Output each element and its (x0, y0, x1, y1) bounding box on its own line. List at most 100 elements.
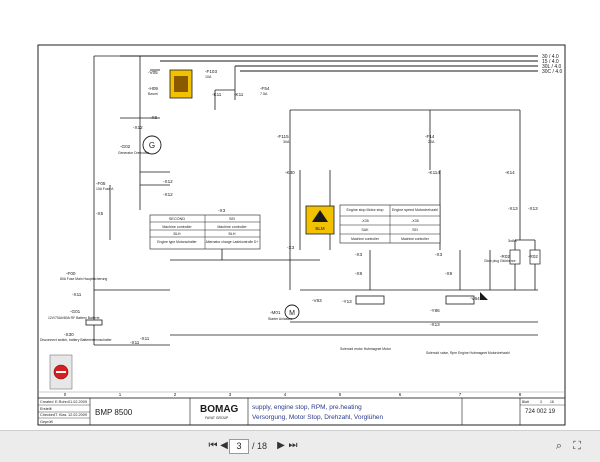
grid-number: 7 (459, 392, 462, 397)
label-y86: -Y86 (430, 308, 440, 313)
s30-knob-grip (56, 371, 66, 373)
last-page-button[interactable]: ⏭ (288, 440, 298, 451)
label-f54: -F54 (260, 86, 270, 91)
t1-head-1: SEI (229, 217, 235, 221)
label-f115-sub: 30A (283, 140, 290, 144)
label-x9b: -X9 (355, 271, 363, 276)
label-m01-sub: Starter Anlasser (268, 317, 293, 321)
rail-label-15: 15 / 4.0 (542, 59, 559, 65)
t2-r2c0: Machine controller (351, 237, 380, 241)
label-x12b: -X12 (163, 179, 173, 184)
label-r02b: -R02 (528, 254, 538, 259)
v64-diode (480, 292, 488, 300)
label-h09-sub: Bzumi (148, 92, 158, 96)
label-x3b: -X3 (287, 245, 295, 250)
grid-number: 3 (229, 392, 232, 397)
grid-number: 8 (519, 392, 522, 397)
schematic-sheet: 30 / 4.0 15 / 4.0 30L / 4.0 30C / 4.0 (37, 44, 566, 426)
rail-label-30: 30 / 4.0 (542, 54, 559, 60)
t2-r2c1: Machine controller (401, 237, 430, 241)
sheet-number: 3 (540, 400, 542, 404)
circuit-diagram: 30 / 4.0 15 / 4.0 30L / 4.0 30C / 4.0 (37, 44, 566, 426)
label-x13c: -X13 (528, 206, 538, 211)
blm-label: BLM (315, 226, 325, 231)
label-x13b: -X13 (508, 206, 518, 211)
grid-strip (38, 391, 565, 399)
label-x12a: -X12 (133, 125, 143, 130)
label-f14-sub: 20A (428, 140, 435, 144)
grid-number: 6 (399, 392, 402, 397)
battery-symbol (85, 319, 103, 326)
label-k11a: -K11 (212, 92, 222, 97)
label-k14: -K14 (505, 170, 515, 175)
tb-r2c0: Checked (40, 413, 55, 417)
tb-r0c2: 01.02.2009 (68, 400, 87, 404)
viewer-toolbar: ⏮ ◀ 3 / 18 ▶ ⏭ ⌕ ⛶ (0, 430, 600, 462)
y13-solenoid (355, 295, 385, 305)
tb-r0c1: E.Rohn (55, 400, 68, 404)
table-2: Engine stop Motor stop Engine speed Moto… (339, 204, 441, 244)
t2-head-0: Engine stop Motor stop (347, 208, 384, 212)
rail-labels: 30 / 4.0 15 / 4.0 30L / 4.0 30C / 4.0 (542, 54, 563, 75)
doc-number: 724 002 19 (525, 409, 556, 415)
grid-numbers: 0 1 2 3 4 5 6 7 8 (64, 392, 522, 397)
label-f54-sub: 7.5A (260, 92, 268, 96)
t2-r1c1: SEI (412, 228, 418, 232)
tb-r2c2: 12.02.2009 (68, 413, 87, 417)
fullscreen-icon[interactable]: ⛶ (573, 439, 581, 452)
rail-label-30c: 30C / 4.0 (542, 69, 563, 75)
label-x11a: -X11 (72, 292, 82, 297)
t1-head-0: SECOND (169, 217, 186, 221)
label-m01: -M01 (270, 310, 281, 315)
prev-page-button[interactable]: ◀ (220, 440, 228, 451)
search-icon[interactable]: ⌕ (555, 439, 563, 452)
bomag-logo-sub: FAYAT GROUP (205, 416, 229, 420)
t2-r1c0: SAK (361, 228, 369, 232)
t1-r2c0: Engine type Motorschalter (157, 240, 197, 244)
starter-motor-symbol (284, 304, 300, 320)
t2-r0c1: -X35 (411, 219, 419, 223)
label-v63: -V63 (312, 298, 322, 303)
label-y13-sub: Solenoid motor Hubmagnet Motor (340, 347, 392, 351)
label-f00: -F00 (66, 271, 76, 276)
t2-r0c0: -X35 (361, 219, 369, 223)
label-f103: -F103 (205, 69, 217, 74)
next-page-button[interactable]: ▶ (277, 440, 285, 451)
label-f103-sub: 10A (205, 75, 212, 79)
label-f05-sub: 10A Fuse A (96, 187, 114, 191)
blm-warning-icon (312, 210, 328, 222)
label-g02-sub: Generator Dreivolbie (118, 151, 149, 155)
t1-r1c0: BLH (174, 232, 181, 236)
label-x9a: -X9 (150, 115, 158, 120)
grid-number: 5 (339, 392, 342, 397)
tb-r1c0: Erstellt (40, 407, 53, 411)
t1-r0c0: Machine controller (162, 225, 192, 229)
label-x3a: -X3 (218, 208, 226, 213)
label-x12c: -X12 (163, 192, 173, 197)
label-r02a: -R02 (500, 254, 510, 259)
bomag-logo: BOMAG (200, 404, 239, 415)
supply-rails (120, 55, 538, 72)
model-label: BMP 8500 (95, 408, 133, 417)
page-number-input[interactable]: 3 (229, 439, 249, 454)
table-1: SECOND SEI Machine controller Machine co… (149, 214, 261, 250)
title-de: Versorgung, Motor Stop, Drehzahl, Vorglü… (252, 414, 384, 421)
label-g01: -G01 (70, 309, 81, 314)
first-page-button[interactable]: ⏮ (208, 440, 218, 451)
label-k114: -K114 (428, 170, 440, 175)
sheet-total: 18 (550, 400, 554, 404)
label-g02: -G02 (120, 144, 131, 149)
grid-number: 2 (174, 392, 177, 397)
starter-m-letter: M (289, 310, 295, 317)
label-f14: -F14 (425, 134, 435, 139)
tb-r2c1: T. Klas (55, 413, 66, 417)
grid-number: 0 (64, 392, 67, 397)
label-x9c: -X9 (445, 271, 453, 276)
grid-number: 1 (119, 392, 122, 397)
label-f00-sub: 80A Fuse Main Hauptsicherung (60, 277, 107, 281)
r02-glow-plug-a (509, 249, 521, 265)
label-k11-relay: -K11 (234, 92, 244, 97)
rail-label-30l: 30L / 4.0 (542, 64, 561, 70)
label-y13: -Y13 (342, 299, 352, 304)
label-f05: -F05 (96, 181, 106, 186)
